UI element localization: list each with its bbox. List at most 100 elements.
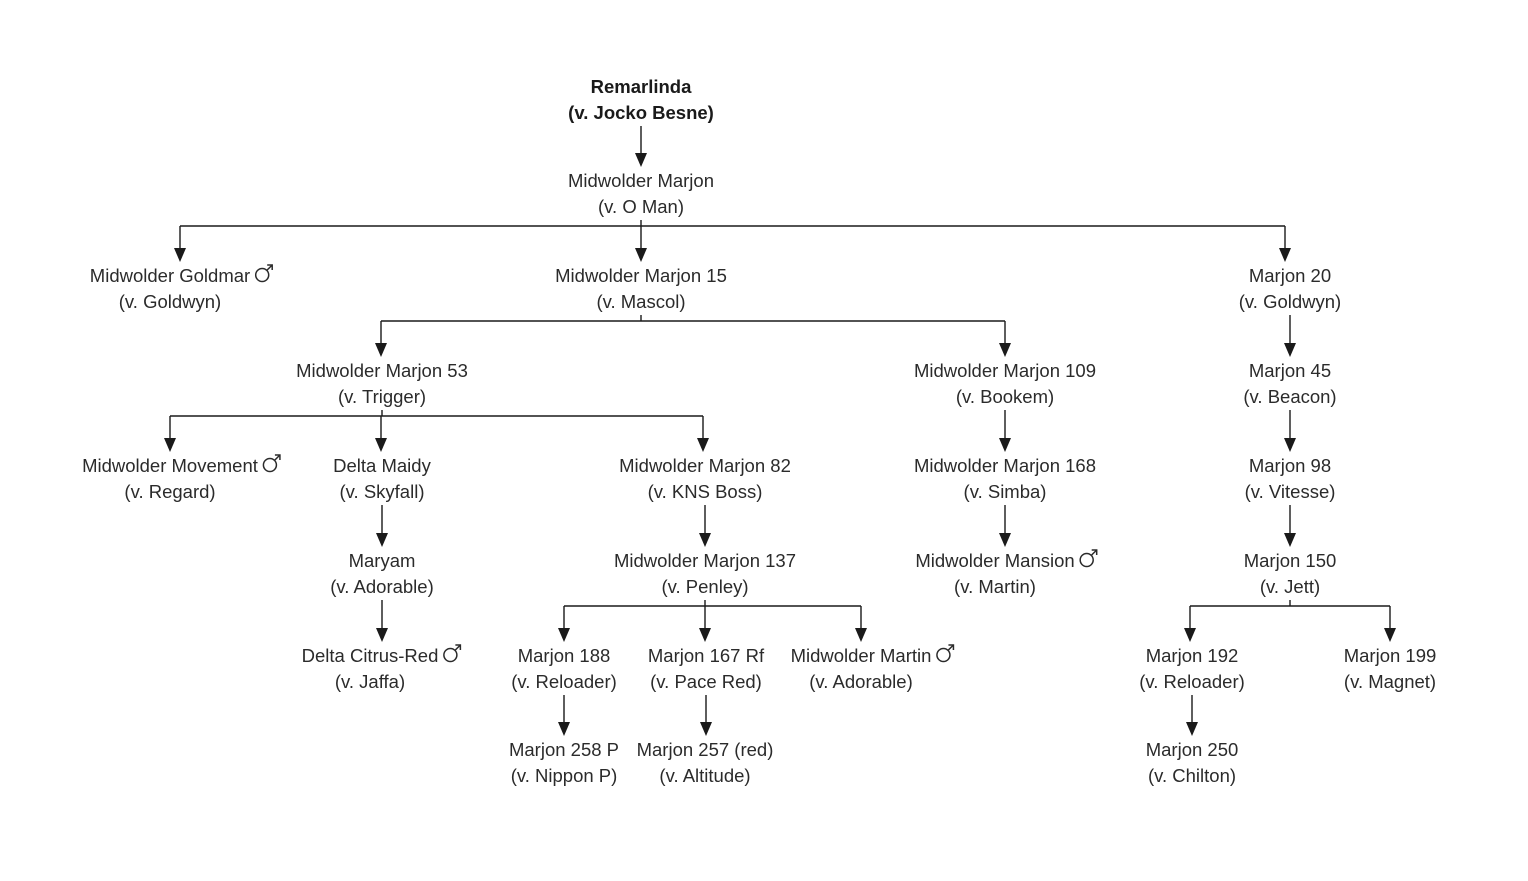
node-sire: (v. Pace Red) <box>650 671 762 692</box>
node-midwolder-mansion: Midwolder Mansion (v. Martin) <box>915 549 1098 597</box>
connector-from-midwolder-marjon-53 <box>164 410 709 452</box>
connector-from-marjon-98 <box>1284 505 1296 547</box>
arrowhead <box>558 722 570 736</box>
node-sire: (v. Magnet) <box>1344 671 1436 692</box>
node-name: Marjon 188 <box>518 645 611 666</box>
node-name: Marjon 192 <box>1146 645 1239 666</box>
arrowhead <box>855 628 867 642</box>
node-maryam: Maryam (v. Adorable) <box>330 550 434 597</box>
arrowhead <box>174 248 186 262</box>
node-midwolder-marjon-109: Midwolder Marjon 109 (v. Bookem) <box>914 360 1096 407</box>
connector-from-marjon-150 <box>1184 600 1396 642</box>
node-sire: (v. O Man) <box>598 196 684 217</box>
node-midwolder-marjon-53: Midwolder Marjon 53 (v. Trigger) <box>296 360 468 407</box>
node-sire: (v. Adorable) <box>330 576 434 597</box>
node-name: Maryam <box>349 550 416 571</box>
node-name: Marjon 20 <box>1249 265 1331 286</box>
arrowhead <box>1186 722 1198 736</box>
arrowhead <box>376 628 388 642</box>
connectors <box>164 126 1396 736</box>
node-marjon-199: Marjon 199(v. Magnet) <box>1344 645 1437 692</box>
arrowhead <box>697 438 709 452</box>
connector-from-marjon-45 <box>1284 410 1296 452</box>
nodes: Remarlinda(v. Jocko Besne) Midwolder Marj… <box>82 76 1436 786</box>
male-symbol-icon <box>936 644 955 663</box>
node-marjon-45: Marjon 45(v. Beacon) <box>1243 360 1336 407</box>
node-name: Midwolder Marjon 168 <box>914 455 1096 476</box>
node-name: Midwolder Marjon <box>568 170 714 191</box>
node-sire: (v. Bookem) <box>956 386 1054 407</box>
node-marjon-250: Marjon 250(v. Chilton) <box>1146 739 1239 786</box>
node-delta-citrus-red: Delta Citrus-Red (v. Jaffa) <box>302 644 462 692</box>
node-marjon-20: Marjon 20 (v. Goldwyn) <box>1239 265 1341 312</box>
node-sire: (v. Simba) <box>964 481 1047 502</box>
node-delta-maidy: Delta Maidy(v. Skyfall) <box>333 455 431 502</box>
node-marjon-258-p: Marjon 258 P (v. Nippon P) <box>509 739 619 786</box>
node-sire: (v. Reloader) <box>1139 671 1245 692</box>
node-name: Delta Citrus-Red <box>302 645 439 666</box>
node-sire: (v. Chilton) <box>1148 765 1236 786</box>
connector-from-marjon-20 <box>1284 315 1296 357</box>
connector-from-marjon-188 <box>558 695 570 736</box>
male-symbol-icon <box>254 264 273 283</box>
node-name: Midwolder Marjon 109 <box>914 360 1096 381</box>
node-midwolder-movement: Midwolder Movement(v. Regard) <box>82 454 281 502</box>
arrowhead <box>1184 628 1196 642</box>
node-sire: (v. Jett) <box>1260 576 1320 597</box>
node-name: Marjon 167 Rf <box>648 645 765 666</box>
connector-from-midwolder-marjon <box>174 220 1291 262</box>
node-name: Marjon 257 (red) <box>637 739 774 760</box>
connector-from-midwolder-marjon-82 <box>699 505 711 547</box>
node-sire: (v. Jocko Besne) <box>568 102 714 123</box>
node-midwolder-marjon-82: Midwolder Marjon 82(v. KNS Boss) <box>619 455 791 502</box>
arrowhead <box>1284 533 1296 547</box>
node-sire: (v. Regard) <box>124 481 215 502</box>
male-symbol-icon <box>262 454 281 473</box>
arrowhead <box>999 533 1011 547</box>
male-symbol-icon <box>1079 549 1098 568</box>
node-sire: (v. Skyfall) <box>340 481 425 502</box>
arrowhead <box>1284 343 1296 357</box>
node-marjon-150: Marjon 150 (v. Jett) <box>1244 550 1337 597</box>
node-sire: (v. Trigger) <box>338 386 426 407</box>
node-sire: (v. Nippon P) <box>511 765 618 786</box>
arrowhead <box>635 248 647 262</box>
node-sire: (v. Goldwyn) <box>1239 291 1341 312</box>
arrowhead <box>164 438 176 452</box>
node-sire: (v. Penley) <box>661 576 748 597</box>
node-name: Marjon 150 <box>1244 550 1337 571</box>
arrowhead <box>1284 438 1296 452</box>
node-name: Midwolder Goldmar <box>90 265 250 286</box>
node-marjon-257-red: Marjon 257 (red) (v. Altitude) <box>637 739 774 786</box>
node-name: Midwolder Marjon 137 <box>614 550 796 571</box>
arrowhead <box>635 153 647 167</box>
node-marjon-98: Marjon 98(v. Vitesse) <box>1245 455 1336 502</box>
node-remarlinda: Remarlinda(v. Jocko Besne) <box>568 76 714 123</box>
node-sire: (v. Goldwyn) <box>119 291 221 312</box>
connector-from-midwolder-marjon-109 <box>999 410 1011 452</box>
node-sire: (v. Mascol) <box>596 291 685 312</box>
node-name: Midwolder Mansion <box>915 550 1074 571</box>
connector-from-midwolder-marjon-15 <box>375 315 1011 357</box>
node-name: Midwolder Martin <box>791 645 932 666</box>
node-midwolder-marjon-15: Midwolder Marjon 15(v. Mascol) <box>555 265 727 312</box>
node-midwolder-marjon-168: Midwolder Marjon 168 (v. Simba) <box>914 455 1096 502</box>
node-sire: (v. Martin) <box>954 576 1036 597</box>
connector-from-remarlinda <box>635 126 647 167</box>
arrowhead <box>699 628 711 642</box>
node-marjon-167-rf: Marjon 167 Rf (v. Pace Red) <box>648 645 765 692</box>
arrowhead <box>1384 628 1396 642</box>
node-midwolder-marjon: Midwolder Marjon (v. O Man) <box>568 170 714 217</box>
node-sire: (v. KNS Boss) <box>648 481 763 502</box>
node-midwolder-martin: Midwolder Martin(v. Adorable) <box>791 644 955 692</box>
node-marjon-188: Marjon 188(v. Reloader) <box>511 645 617 692</box>
connector-from-midwolder-marjon-137 <box>558 600 867 642</box>
node-sire: (v. Jaffa) <box>335 671 405 692</box>
node-name: Midwolder Marjon 53 <box>296 360 468 381</box>
arrowhead <box>1279 248 1291 262</box>
node-name: Marjon 258 P <box>509 739 619 760</box>
node-marjon-192: Marjon 192 (v. Reloader) <box>1139 645 1245 692</box>
arrowhead <box>699 533 711 547</box>
node-sire: (v. Altitude) <box>659 765 750 786</box>
